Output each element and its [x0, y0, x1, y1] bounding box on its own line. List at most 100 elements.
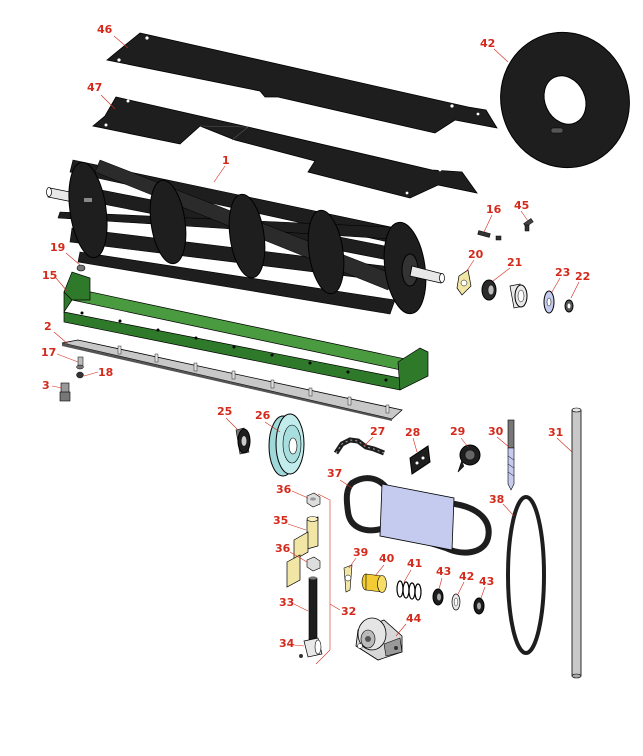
part-23-washer [543, 290, 555, 314]
callout-42: 42 [480, 37, 495, 50]
leader-16 [483, 214, 493, 233]
leader-33 [293, 603, 309, 612]
part-3-stud [59, 382, 71, 402]
leader-47 [100, 94, 116, 110]
part-34-base [299, 637, 323, 658]
callout-47: 47 [87, 81, 102, 94]
callout-16: 16 [486, 203, 502, 216]
part-22-nut [564, 299, 574, 313]
callout-1: 1 [222, 154, 230, 167]
callout-33: 33 [279, 596, 294, 609]
part-39-clip [343, 564, 353, 593]
part-44-hub-assembly [355, 617, 403, 661]
leader-36a [291, 490, 309, 499]
leader-37 [339, 479, 353, 489]
leader-29 [460, 437, 469, 448]
callout-45: 45 [514, 199, 529, 212]
callout-2: 2 [44, 320, 52, 333]
leader-43b [480, 586, 486, 599]
part-20-bracket [456, 269, 472, 296]
leader-35 [287, 523, 307, 531]
callout-21: 21 [507, 256, 522, 269]
leader-23 [551, 277, 561, 293]
callout-44: 44 [406, 612, 422, 625]
callout-31: 31 [548, 426, 563, 439]
callout-38: 38 [489, 493, 504, 506]
callout-46: 46 [97, 23, 113, 36]
leader-21 [492, 267, 511, 282]
callout-35: 35 [273, 514, 288, 527]
part-29-sprocket [457, 444, 481, 473]
part-38-vbelt [506, 495, 546, 655]
callout-29: 29 [450, 425, 465, 438]
part-35-bracket [286, 516, 319, 588]
part-1-reel [46, 159, 445, 315]
part-19-nut [76, 264, 86, 272]
callout-34: 34 [279, 637, 295, 650]
callout-43-b: 43 [479, 575, 494, 588]
callout-20: 20 [468, 248, 484, 261]
callout-36-bottom: 36 [275, 542, 291, 555]
part-15-frame [63, 271, 429, 391]
part-16-screws [477, 230, 502, 241]
callout-3: 3 [42, 379, 50, 392]
callout-30: 30 [488, 425, 504, 438]
callout-17: 17 [41, 346, 56, 359]
part-28-bracket [409, 445, 431, 475]
callout-37: 37 [327, 467, 342, 480]
callout-22: 22 [575, 270, 590, 283]
callout-18: 18 [98, 366, 113, 379]
leader-32 [329, 603, 341, 611]
leader-46 [113, 35, 129, 49]
leader-28 [412, 437, 418, 453]
leader-22 [570, 281, 580, 299]
callout-leaders [51, 35, 580, 647]
leader-41 [403, 569, 412, 583]
part-36-nut-bottom [306, 556, 321, 572]
leader-31 [556, 437, 573, 453]
leader-20 [465, 259, 475, 273]
callout-28: 28 [405, 426, 420, 439]
callout-26: 26 [255, 409, 271, 422]
part-42-disc [500, 31, 630, 169]
leader-1 [213, 165, 226, 183]
leader-15 [55, 277, 68, 292]
part-32-bracket-line [315, 493, 331, 665]
callout-41: 41 [407, 557, 422, 570]
leader-19 [65, 252, 81, 266]
part-26-pulley [268, 413, 305, 477]
part-40-bushing [361, 573, 387, 593]
leader-44 [395, 623, 407, 637]
leader-43a [438, 577, 443, 590]
part-43-washer-a [432, 588, 444, 606]
leader-3 [51, 385, 63, 389]
callout-40: 40 [379, 552, 395, 565]
part-45-screw [523, 218, 534, 232]
callout-39: 39 [353, 546, 368, 559]
callout-43-a: 43 [436, 565, 451, 578]
leader-38 [502, 503, 515, 517]
part-31-rod [571, 407, 582, 679]
part-33-spring [308, 576, 318, 641]
callout-15: 15 [42, 269, 57, 282]
callout-25: 25 [217, 405, 232, 418]
part-17-bolt [76, 356, 84, 370]
leader-40 [374, 564, 385, 577]
callout-labels: 46 42 47 1 16 45 19 20 21 23 22 15 2 17 … [41, 23, 590, 650]
part-42-washer [451, 593, 461, 611]
part-46-top-shield [106, 32, 498, 134]
callout-36-top: 36 [276, 483, 292, 496]
part-41-spring [396, 580, 422, 601]
leader-18 [83, 371, 99, 377]
callout-19: 19 [50, 241, 65, 254]
part-37-belt [343, 475, 492, 556]
part-27-chain [333, 437, 385, 456]
part-18-nut [76, 371, 84, 379]
part-2-bedknife [61, 339, 403, 421]
leader-17 [56, 353, 79, 363]
leader-2 [53, 331, 69, 345]
leader-42a [493, 48, 509, 63]
callout-32: 32 [341, 605, 356, 618]
